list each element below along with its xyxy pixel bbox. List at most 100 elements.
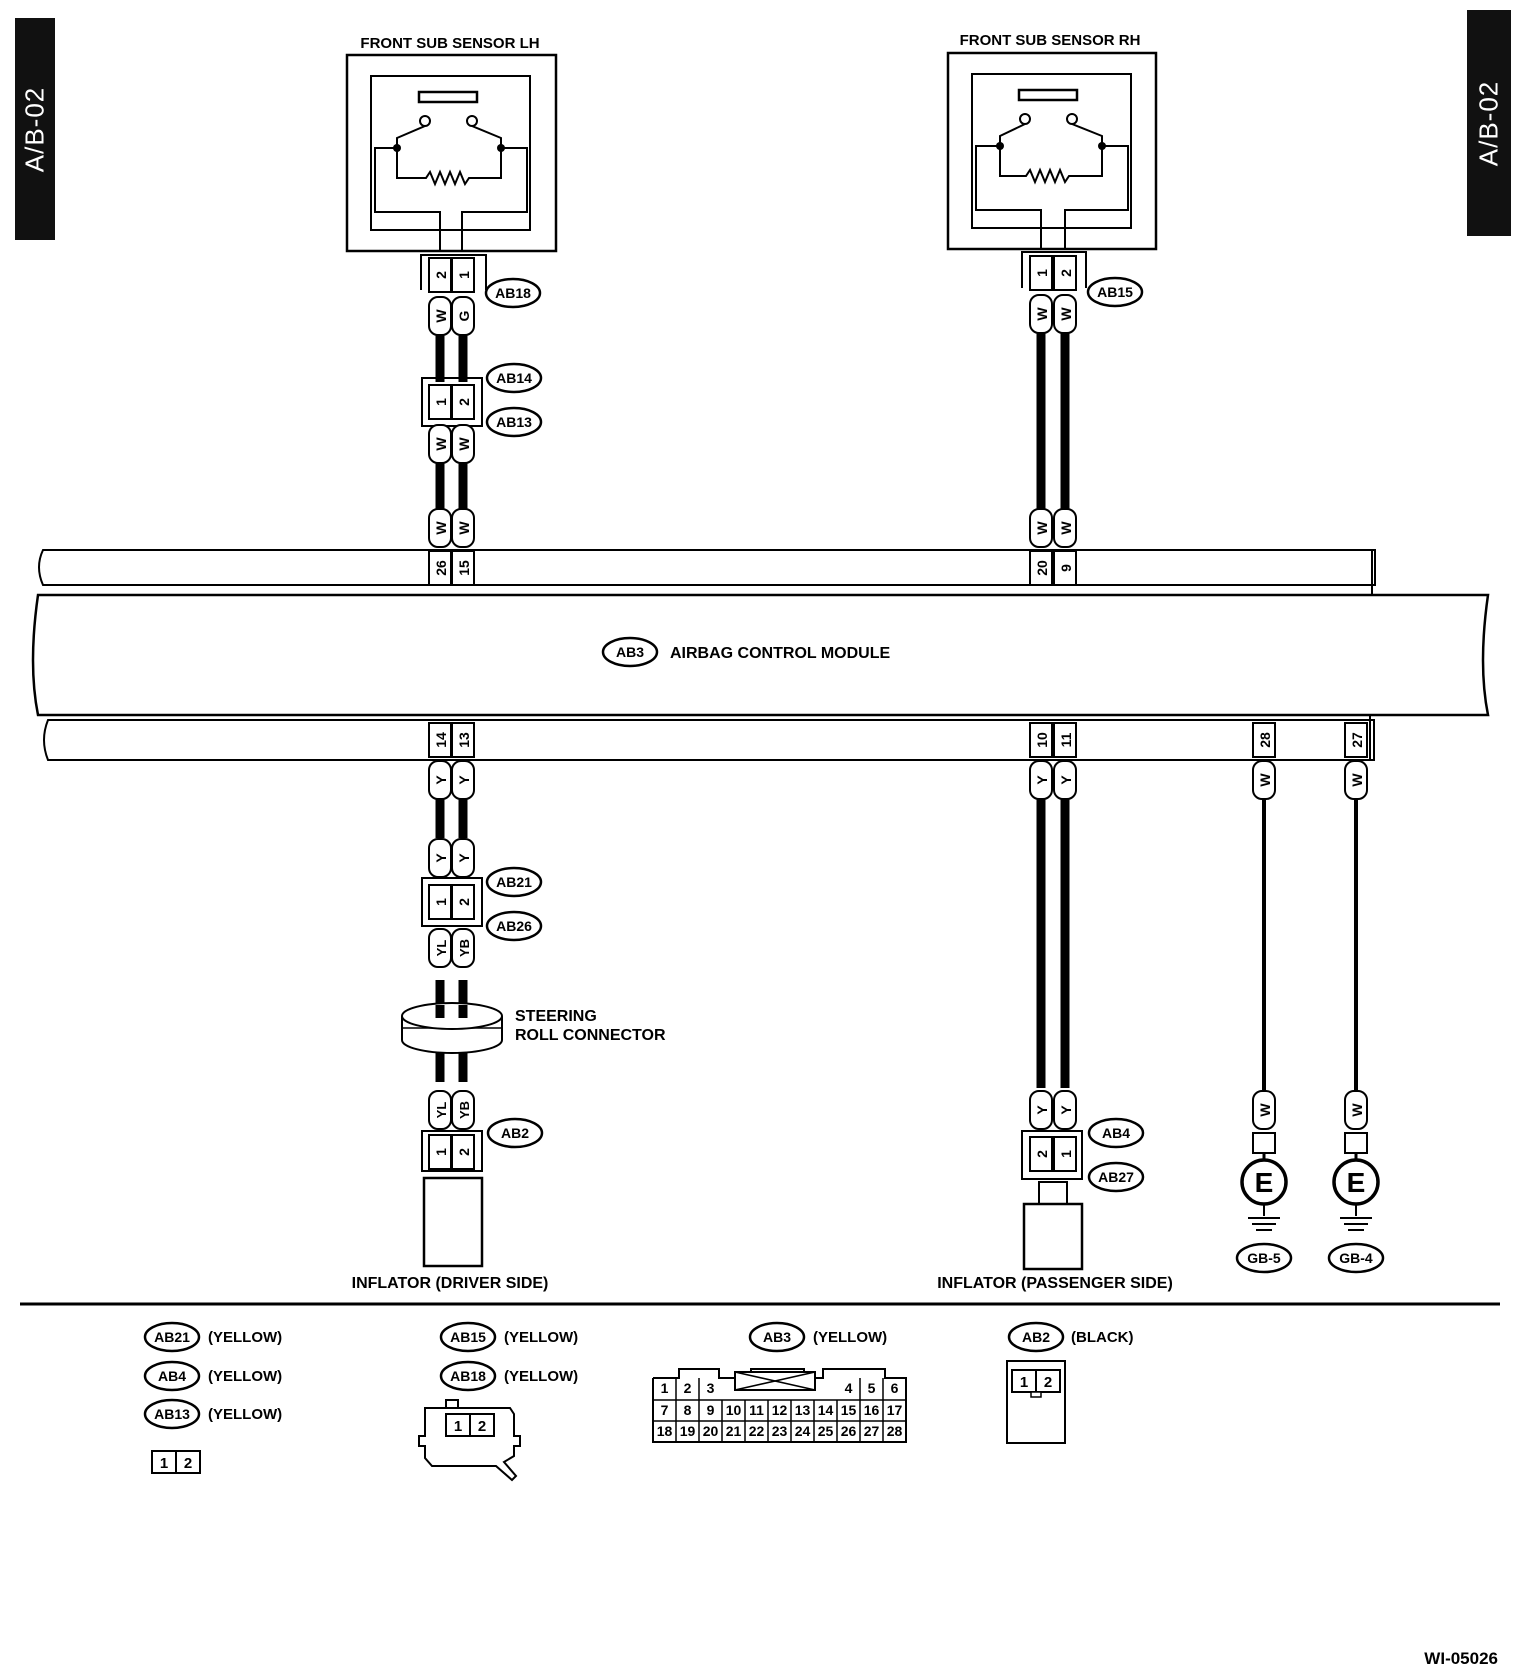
inflator-passenger-label: INFLATOR (PASSENGER SIDE) xyxy=(937,1275,1173,1292)
ab3-pin-27: 27 xyxy=(864,1423,880,1439)
svg-text:G: G xyxy=(456,310,472,321)
wire-labels-below-module: Y Y Y Y W W xyxy=(428,760,1368,800)
ground-gb4: W E GB-4 xyxy=(1327,1090,1385,1274)
module-top-pins: 26 15 20 9 xyxy=(428,550,1077,586)
ab3-pin-23: 23 xyxy=(772,1423,788,1439)
svg-text:W: W xyxy=(456,437,472,451)
module-title: AIRBAG CONTROL MODULE xyxy=(670,645,890,662)
svg-text:2: 2 xyxy=(1034,1150,1050,1158)
ab3-pin-19: 19 xyxy=(680,1423,696,1439)
svg-text:AB13: AB13 xyxy=(496,414,532,430)
svg-text:W: W xyxy=(433,437,449,451)
ab3-pin-4: 4 xyxy=(845,1380,853,1396)
ab3-pin-25: 25 xyxy=(818,1423,834,1439)
steering-roll-label-1: STEERING xyxy=(515,1008,597,1025)
svg-text:W: W xyxy=(456,521,472,535)
svg-text:9: 9 xyxy=(1058,564,1074,572)
svg-text:1: 1 xyxy=(433,1148,449,1156)
ab3-pin-15: 15 xyxy=(841,1402,857,1418)
ab3-pin-6: 6 xyxy=(891,1380,899,1396)
svg-text:2: 2 xyxy=(456,898,472,906)
svg-text:26: 26 xyxy=(433,560,449,576)
svg-text:W: W xyxy=(1349,773,1365,787)
svg-text:YB: YB xyxy=(457,1101,472,1119)
ab3-pin-11: 11 xyxy=(749,1402,764,1418)
svg-text:W: W xyxy=(1257,1103,1273,1117)
svg-text:Y: Y xyxy=(456,775,472,785)
steering-roll-connector: STEERING ROLL CONNECTOR xyxy=(401,1002,666,1054)
svg-text:Y: Y xyxy=(456,853,472,863)
svg-text:AB14: AB14 xyxy=(496,370,532,386)
ab3-pin-21: 21 xyxy=(726,1423,742,1439)
svg-text:YB: YB xyxy=(457,939,472,957)
svg-text:GB-4: GB-4 xyxy=(1339,1250,1373,1266)
svg-text:2: 2 xyxy=(184,1455,192,1472)
svg-text:AB4: AB4 xyxy=(158,1368,186,1384)
ab3-pin-17: 17 xyxy=(887,1402,903,1418)
svg-text:1: 1 xyxy=(454,1418,462,1435)
ab3-pin-12: 12 xyxy=(772,1402,788,1418)
ab3-pin-3: 3 xyxy=(707,1380,715,1396)
module-bottom-pins: 14 13 10 11 28 27 xyxy=(428,722,1368,758)
svg-text:1: 1 xyxy=(1020,1374,1028,1391)
connector-ab14-ab13: 1 2 AB14 AB13 W W W W xyxy=(421,362,543,548)
svg-text:11: 11 xyxy=(1058,732,1074,747)
page-tab-right: A/B-02 xyxy=(1467,10,1511,236)
figure-id: WI-05026 xyxy=(1424,1649,1498,1668)
svg-text:2: 2 xyxy=(1058,269,1074,277)
svg-text:(YELLOW): (YELLOW) xyxy=(208,1406,282,1423)
svg-text:1: 1 xyxy=(456,271,472,279)
svg-text:1: 1 xyxy=(433,398,449,406)
ab3-pin-26: 26 xyxy=(841,1423,857,1439)
ab3-pin-13: 13 xyxy=(795,1402,811,1418)
steering-roll-label-2: ROLL CONNECTOR xyxy=(515,1027,666,1044)
svg-text:1: 1 xyxy=(160,1455,168,1472)
ab3-pin-22: 22 xyxy=(749,1423,765,1439)
ground-gb5: W E GB-5 xyxy=(1235,1090,1293,1274)
svg-text:15: 15 xyxy=(456,560,472,576)
svg-text:W: W xyxy=(1349,1103,1365,1117)
svg-text:27: 27 xyxy=(1349,732,1365,748)
svg-text:Y: Y xyxy=(433,853,449,863)
svg-text:Y: Y xyxy=(1034,1105,1050,1115)
svg-text:Y: Y xyxy=(433,775,449,785)
svg-text:28: 28 xyxy=(1257,732,1273,748)
svg-text:Y: Y xyxy=(1058,775,1074,785)
legend: AB21 (YELLOW) AB4 (YELLOW) AB13 (YELLOW)… xyxy=(143,1321,1133,1482)
svg-text:AB26: AB26 xyxy=(496,918,532,934)
svg-text:1: 1 xyxy=(1034,269,1050,277)
ab3-pin-9: 9 xyxy=(707,1402,715,1418)
svg-text:20: 20 xyxy=(1034,560,1050,576)
front-sub-sensor-rh: FRONT SUB SENSOR RH xyxy=(946,32,1158,251)
svg-text:AB2: AB2 xyxy=(1022,1329,1050,1345)
inflator-driver: YL YB AB2 1 2 INFLATOR (DRIVER SIDE) xyxy=(352,1090,548,1292)
svg-text:1: 1 xyxy=(1058,1150,1074,1158)
rh-sensor-title: FRONT SUB SENSOR RH xyxy=(960,32,1141,49)
front-sub-sensor-lh: FRONT SUB SENSOR LH xyxy=(345,35,558,253)
svg-text:W: W xyxy=(1058,307,1074,321)
svg-text:(YELLOW): (YELLOW) xyxy=(208,1329,282,1346)
ab3-pin-5: 5 xyxy=(868,1380,876,1396)
svg-text:10: 10 xyxy=(1034,732,1050,748)
svg-text:2: 2 xyxy=(478,1418,486,1435)
svg-text:(YELLOW): (YELLOW) xyxy=(208,1368,282,1385)
ab3-pin-18: 18 xyxy=(657,1423,673,1439)
ab3-pin-10: 10 xyxy=(726,1402,742,1418)
wire-runs xyxy=(435,330,1070,1088)
svg-text:Y: Y xyxy=(1058,1105,1074,1115)
connector-ab21-ab26: Y Y 1 2 AB21 AB26 YL YB xyxy=(421,838,543,968)
svg-text:AB18: AB18 xyxy=(495,285,531,301)
svg-text:(BLACK): (BLACK) xyxy=(1071,1329,1133,1346)
svg-text:AB21: AB21 xyxy=(154,1329,190,1345)
page-tab-left: A/B-02 xyxy=(15,18,55,240)
svg-text:(YELLOW): (YELLOW) xyxy=(504,1329,578,1346)
svg-text:W: W xyxy=(1257,773,1273,787)
connector-ab18: 2 1 AB18 W G xyxy=(420,254,542,336)
svg-text:14: 14 xyxy=(433,732,449,748)
ground-e-icon: E xyxy=(1255,1167,1274,1198)
svg-text:AB2: AB2 xyxy=(501,1125,529,1141)
ab3-pin-28: 28 xyxy=(887,1423,903,1439)
svg-text:AB4: AB4 xyxy=(1102,1125,1130,1141)
svg-text:AB21: AB21 xyxy=(496,874,532,890)
